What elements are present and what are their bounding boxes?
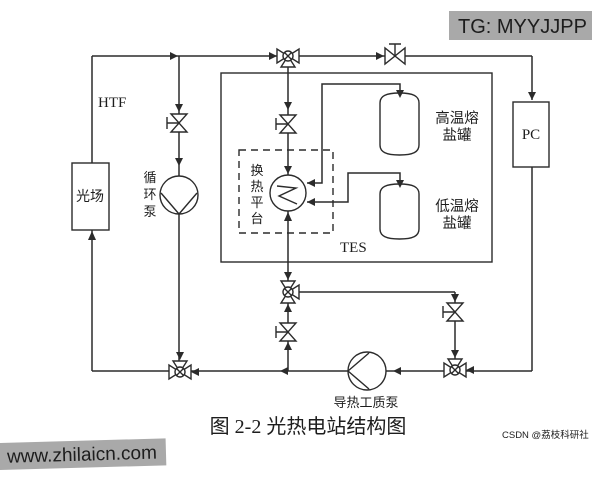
tes-boundary-box <box>220 72 493 263</box>
tg-badge-bg <box>449 11 592 40</box>
figure-caption: 图 2-2 光热电站结构图 <box>210 415 407 438</box>
pc-label: PC <box>522 127 540 143</box>
valve-circulation-branch <box>166 113 189 133</box>
svg-text:热: 热 <box>250 179 263 194</box>
cold-tank-label: 低温熔 <box>435 198 479 215</box>
solar-field-box <box>71 162 110 231</box>
tg-badge: TG: MYYJJPP <box>449 11 592 40</box>
zhilaicn-watermark: www.zhilaicn.com <box>0 438 167 471</box>
tg-badge-text: TG: MYYJJPP <box>458 16 587 38</box>
circulation-pump-icon <box>159 175 199 215</box>
heat-platform-dashed-box <box>238 149 334 234</box>
cold-salt-tank <box>379 183 420 240</box>
heat-exchanger <box>269 174 307 212</box>
svg-text:环: 环 <box>143 187 156 202</box>
three-way-valve-top <box>276 47 300 68</box>
valve-right-branch <box>442 302 465 322</box>
svg-text:平: 平 <box>250 195 263 210</box>
valve-center-lower <box>275 322 298 342</box>
three-way-valve-bottom-right <box>443 358 467 379</box>
valve-tes-inlet <box>275 114 298 134</box>
tes-label: TES <box>340 240 367 256</box>
svg-text:盐罐: 盐罐 <box>443 127 472 144</box>
htf-pump-label: 导热工质泵 <box>333 395 398 410</box>
csdn-watermark: CSDN @荔枝科研社 <box>502 429 589 441</box>
htf-pump-icon <box>347 351 387 391</box>
valve-top-bypass <box>384 43 406 66</box>
hot-tank-label: 高温熔 <box>435 110 479 127</box>
svg-text:泵: 泵 <box>143 204 156 219</box>
hot-salt-tank <box>379 92 420 156</box>
exchanger-coil-icon <box>276 185 299 205</box>
three-way-valve-bottom-left <box>168 360 192 381</box>
flow-arrows <box>88 52 536 376</box>
three-way-valve-center <box>279 280 300 304</box>
pc-power-block-box <box>512 101 550 168</box>
solar-field-label: 光场 <box>76 189 104 205</box>
heat-platform-label: 换 <box>250 163 263 178</box>
circulation-pump-label: 循 <box>143 170 156 185</box>
svg-text:盐罐: 盐罐 <box>443 215 472 232</box>
zhilaicn-banner-bg <box>0 438 167 471</box>
htf-label: HTF <box>98 95 126 111</box>
svg-text:台: 台 <box>250 211 263 226</box>
zhilaicn-text: www.zhilaicn.com <box>6 443 157 468</box>
